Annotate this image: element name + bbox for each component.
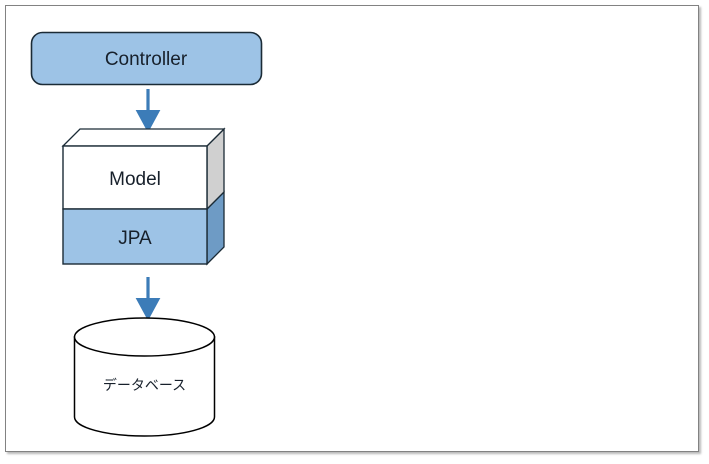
node-database[interactable]: データベース <box>73 317 216 437</box>
model-label: Model <box>109 169 161 190</box>
cylinder-top <box>73 317 216 357</box>
node-model-jpa-cube[interactable]: Model JPA <box>61 127 226 266</box>
database-label: データベース <box>103 377 186 393</box>
jpa-label: JPA <box>118 228 152 249</box>
controller-label: Controller <box>105 49 188 70</box>
controller-box[interactable] <box>30 31 263 86</box>
cube-front-face-model[interactable] <box>62 145 208 210</box>
node-controller[interactable]: Controller <box>30 31 263 86</box>
cube-top-face <box>61 128 226 147</box>
cube-front-face-jpa[interactable] <box>62 208 208 265</box>
cylinder-body[interactable] <box>73 336 216 437</box>
